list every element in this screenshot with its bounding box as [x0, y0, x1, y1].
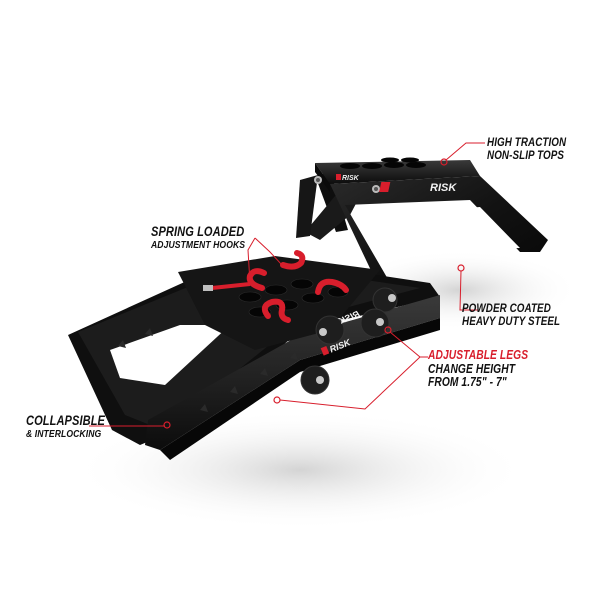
leader-lines	[89, 142, 485, 427]
callout-detail: FROM 1.75" - 7"	[428, 375, 507, 389]
callout-collapsible: COLLAPSIBLE & INTERLOCKING	[26, 414, 105, 439]
callout-adjustable-legs: ADJUSTABLE LEGS CHANGE HEIGHT FROM 1.75"…	[428, 349, 528, 389]
callout-powder-coated: POWDER COATED HEAVY DUTY STEEL	[462, 302, 560, 327]
logo-text: RISK	[430, 182, 457, 194]
upper-stand: RISK RISK	[296, 157, 548, 300]
callout-title: ADJUSTABLE LEGS	[428, 348, 529, 362]
callout-title: HIGH TRACTION	[487, 135, 567, 149]
callout-spring-loaded: SPRING LOADED ADJUSTMENT HOOKS	[151, 225, 245, 250]
callout-title: SPRING LOADED	[151, 224, 245, 239]
callout-title: COLLAPSIBLE	[26, 413, 106, 428]
callout-high-traction: HIGH TRACTION NON-SLIP TOPS	[487, 136, 566, 161]
brand-logo: RISK	[379, 182, 457, 194]
lower-stand: RISK RISK	[68, 250, 440, 460]
callout-subtitle: HEAVY DUTY STEEL	[462, 314, 561, 328]
callout-subtitle: NON-SLIP TOPS	[487, 148, 565, 162]
callout-subtitle: ADJUSTMENT HOOKS	[151, 238, 246, 251]
callout-subtitle: & INTERLOCKING	[26, 427, 102, 440]
logo-text: RISK	[342, 175, 360, 182]
brand-logo-small: RISK	[336, 174, 360, 182]
callout-title: POWDER COATED	[462, 301, 551, 315]
callout-subtitle: CHANGE HEIGHT	[428, 361, 516, 376]
adjustment-hooks	[246, 250, 349, 323]
